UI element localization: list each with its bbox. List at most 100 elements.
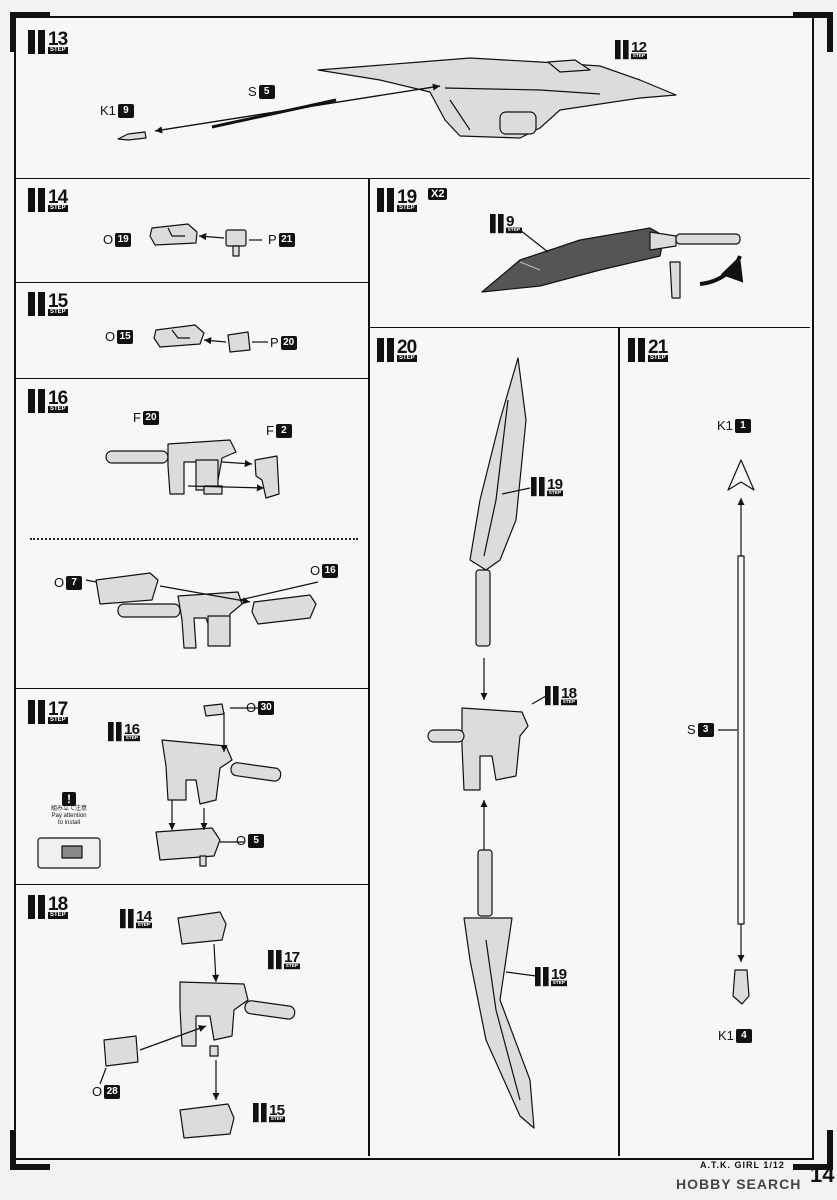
step-number: 21 [648,337,668,358]
step-number: 15 [269,1102,285,1119]
panel-step-16 [16,378,368,689]
part-letter: P [268,232,277,247]
gun-step17-drawing [161,703,282,805]
step-number: 19 [547,476,563,493]
caution-en-2: to install [57,820,80,826]
step-number: 20 [397,337,417,358]
step-tag: STEP [284,963,300,970]
part-letter: K1 [718,1028,734,1043]
part-15-drawing [179,1103,235,1139]
panel-step-19 [368,178,810,328]
step-number: 14 [136,908,152,925]
part-letter: K1 [717,418,733,433]
part-number: 2 [275,423,292,438]
step-tag: STEP [269,1116,285,1123]
step-tag: STEP [547,490,563,497]
step-number: 17 [284,949,300,966]
quantity-multiplier: X2 [428,188,448,200]
step-tag: STEP [136,922,152,929]
step-number: 9 [506,213,514,230]
upper-limb-drawing [469,357,527,647]
part-number: 5 [248,833,265,848]
part-o7-drawing [95,572,159,605]
panel-step-14 [16,178,368,283]
step-number: 19 [397,187,417,208]
step-number: 19 [551,966,567,983]
step-tag: STEP [648,355,668,362]
bow-body-drawing [317,57,677,139]
step-tag: STEP [561,699,577,706]
page-footer: A.T.K. GIRL 1/12 [700,1160,785,1170]
part-number: 15 [117,329,134,344]
part-letter: F [133,410,141,425]
bow-limb-drawing [481,227,741,299]
part-letter: O [54,575,65,590]
frame-corner [10,1130,50,1170]
step-tag: STEP [48,309,68,316]
step-tag: STEP [631,53,647,60]
arrowhead-drawing [727,459,755,491]
part-number: 1 [734,418,751,433]
gun-frame-drawing [105,439,237,495]
step-tag: STEP [48,912,68,919]
column-divider [368,178,370,1156]
panel-step-17 [16,688,368,885]
part-letter: O [236,833,247,848]
page-number: 14 [810,1162,835,1187]
step-tag: STEP [397,205,417,212]
arrow-shaft-long-drawing [737,555,745,925]
panel-step-15 [16,282,368,379]
arrow-shaft-drawing [117,83,441,141]
part-14-drawing [177,911,227,945]
step-number: 14 [48,187,68,208]
part-o15-drawing [153,324,205,348]
product-name: A.T.K. GIRL 1/12 [700,1160,785,1170]
frame-corner [793,12,833,52]
step-tag: STEP [48,205,68,212]
part-letter: O [103,232,114,247]
step-tag: STEP [506,227,522,234]
part-number: 9 [117,103,134,118]
part-letter: O [92,1084,103,1099]
step-tag: STEP [124,735,140,742]
part-p20-drawing [227,331,251,353]
watermark: HOBBY SEARCH [676,1176,802,1192]
gun-step18-drawing [179,981,296,1057]
step-number: 16 [48,388,68,409]
part-letter: O [105,329,116,344]
caution-jp: 組み立て注意 [50,806,87,812]
frame-corner [10,12,50,52]
part-p21-drawing [225,229,247,257]
part-letter: P [270,335,279,350]
gun-grip-part-drawing [155,827,221,867]
step-number: 18 [561,685,577,702]
part-number: 20 [142,410,159,425]
dotted-divider [30,538,358,540]
part-letter: S [248,84,257,99]
step-number: 12 [631,39,647,56]
step-number: 18 [48,894,68,915]
